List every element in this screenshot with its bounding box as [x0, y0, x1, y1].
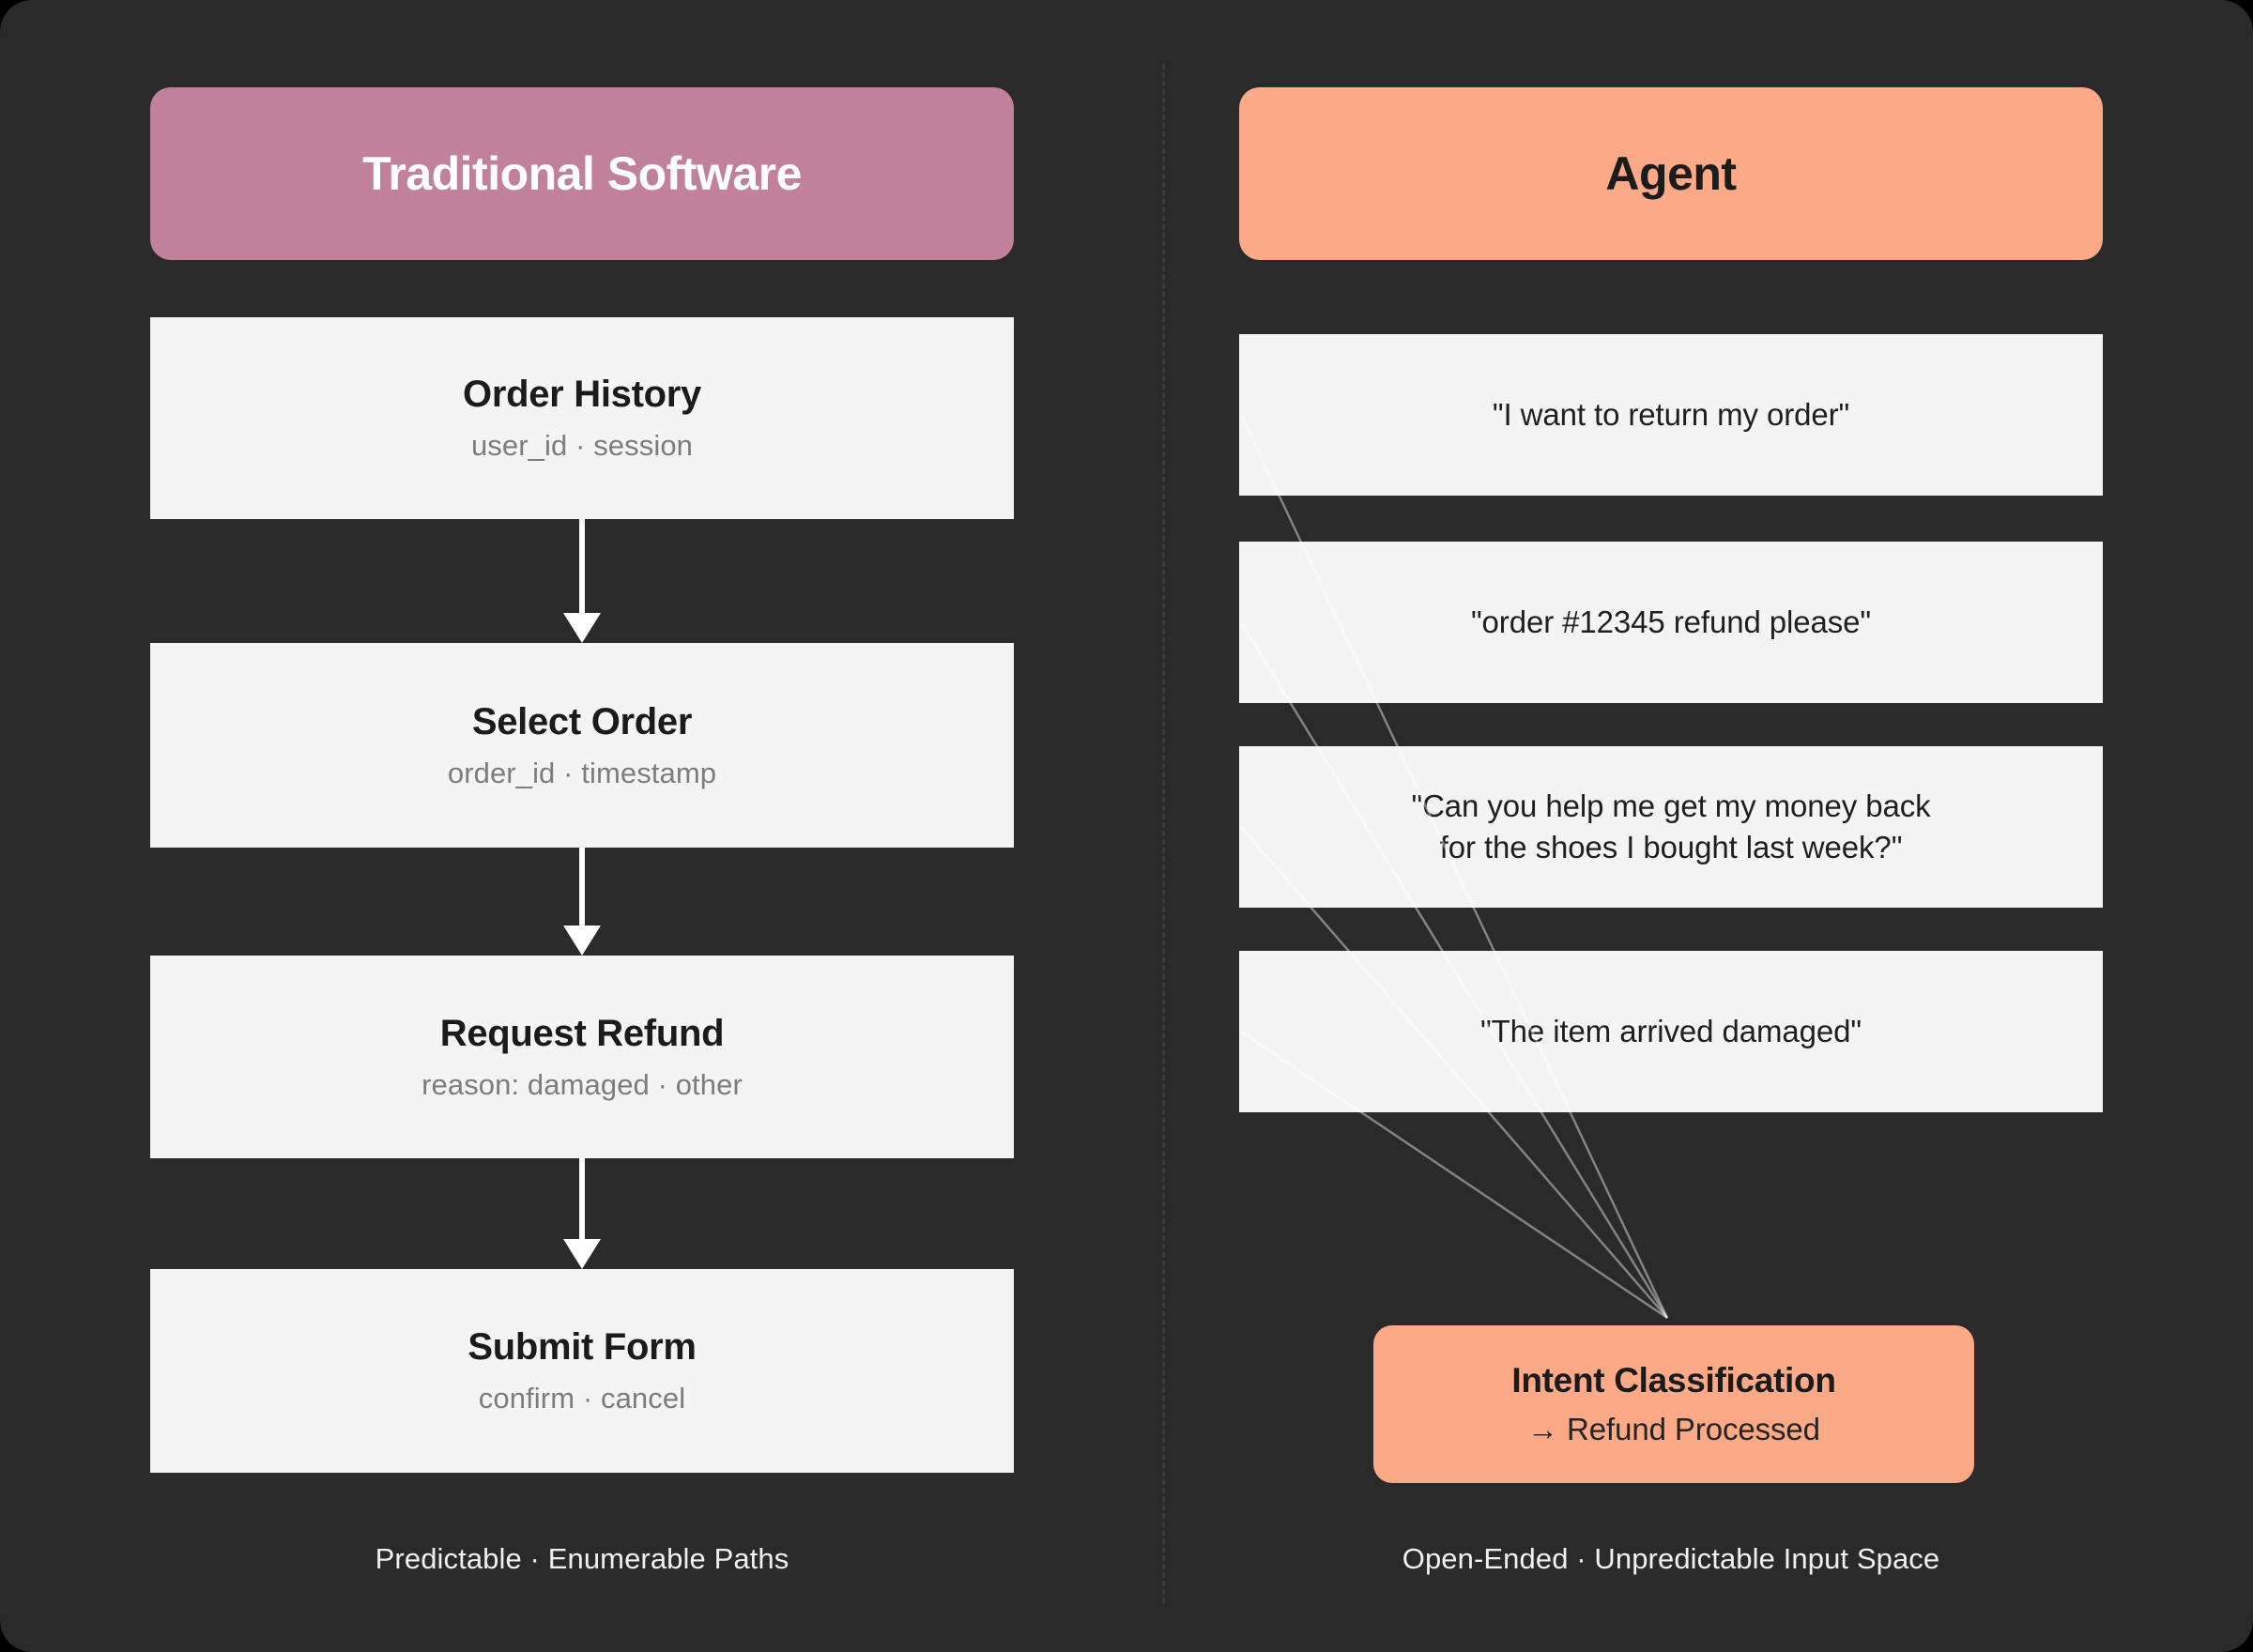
agent-input-text: "order #12345 refund please" [1433, 602, 1908, 643]
column-header-traditional-software-label: Traditional Software [362, 147, 802, 200]
flow-step-submit-form[interactable]: Submit Form confirm · cancel [150, 1269, 1014, 1473]
agent-input-line-1: "The item arrived damaged" [1479, 1014, 1862, 1049]
flow-step-title: Order History [463, 374, 701, 416]
intent-classification-title: Intent Classification [1511, 1361, 1836, 1400]
agent-input-line-1: "order #12345 refund please" [1470, 604, 1872, 640]
flow-step-title: Submit Form [467, 1326, 697, 1369]
agent-input-line-2: for the shoes I bought last week?" [1439, 830, 1903, 864]
column-header-agent: Agent [1239, 87, 2103, 260]
flow-step-subtitle: confirm · cancel [478, 1382, 686, 1415]
agent-input-line-1: "Can you help me get my money back [1411, 788, 1931, 824]
agent-input-card-3[interactable]: "Can you help me get my money back for t… [1239, 746, 2103, 908]
flow-step-order-history[interactable]: Order History user_id · session [150, 317, 1014, 519]
intent-classification-box[interactable]: Intent Classification → Refund Processed [1373, 1325, 1974, 1483]
flow-step-subtitle: reason: damaged · other [421, 1067, 743, 1101]
flow-step-request-refund[interactable]: Request Refund reason: damaged · other [150, 956, 1014, 1158]
column-divider [1162, 64, 1165, 1603]
column-header-traditional-software: Traditional Software [150, 87, 1014, 260]
arrow-down-icon-3 [563, 1158, 601, 1269]
flow-step-subtitle: user_id · session [470, 429, 694, 463]
intent-classification-subtitle: → Refund Processed [1527, 1412, 1820, 1446]
agent-input-line-1: "I want to return my order" [1492, 397, 1850, 433]
agent-input-card-2[interactable]: "order #12345 refund please" [1239, 542, 2103, 703]
footer-caption-traditional: Predictable · Enumerable Paths [375, 1542, 789, 1575]
agent-input-text: "The item arrived damaged" [1443, 1011, 1899, 1052]
arrow-down-icon-1 [563, 519, 601, 643]
flow-step-title: Request Refund [439, 1012, 725, 1054]
flow-step-select-order[interactable]: Select Order order_id · timestamp [150, 643, 1014, 848]
agent-input-card-4[interactable]: "The item arrived damaged" [1239, 951, 2103, 1112]
column-header-agent-label: Agent [1605, 147, 1737, 200]
agent-input-text: "Can you help me get my money back for t… [1373, 786, 1968, 867]
footer-caption-agent: Open-Ended · Unpredictable Input Space [1402, 1542, 1940, 1575]
flow-step-title: Select Order [471, 700, 693, 742]
arrow-down-icon-2 [563, 848, 601, 956]
flow-step-subtitle: order_id · timestamp [447, 756, 717, 789]
agent-input-text: "I want to return my order" [1455, 394, 1887, 436]
agent-input-card-1[interactable]: "I want to return my order" [1239, 334, 2103, 496]
